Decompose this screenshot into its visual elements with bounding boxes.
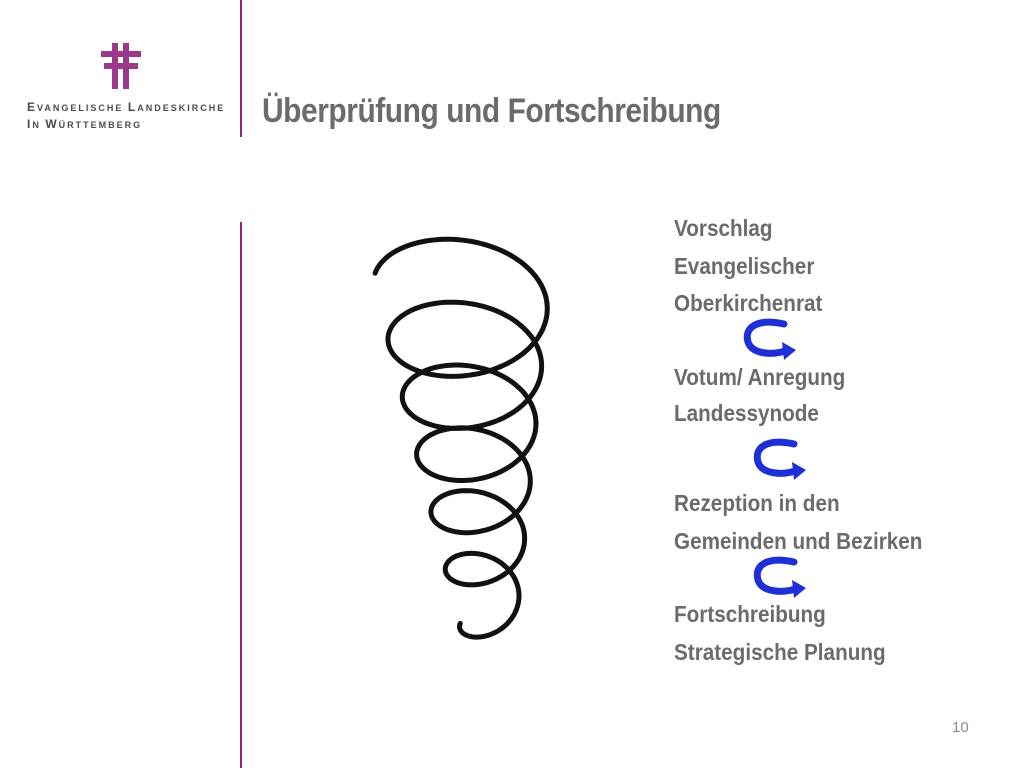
step-3-line-2: Gemeinden und Bezirken [674, 528, 923, 554]
org-name-line1: EVANGELISCHE LANDESKIRCHE [27, 100, 226, 114]
spiral-illustration [372, 236, 550, 640]
page-number: 10 [952, 719, 969, 736]
step-3-line-1: Rezeption in den [674, 490, 840, 516]
divider-line-top [240, 0, 242, 137]
church-cross-logo-icon [101, 43, 141, 89]
org-name-line2: IN WÜRTTEMBERG [27, 117, 143, 131]
step-4-line-2: Strategische Planung [674, 639, 886, 665]
divider-line-bottom [240, 222, 242, 768]
step-2-line-2: Landessynode [674, 400, 819, 426]
step-1-line-2: Evangelischer [674, 253, 815, 279]
step-4-line-1: Fortschreibung [674, 601, 826, 627]
page-title: Überprüfung und Fortschreibung [262, 92, 721, 130]
curved-arrow-icon [753, 438, 806, 480]
step-1-line-1: Vorschlag [674, 215, 773, 241]
process-steps: Vorschlag Evangelischer Oberkirchenrat V… [674, 0, 1014, 768]
step-1-line-3: Oberkirchenrat [674, 290, 823, 316]
curved-arrow-icon [753, 556, 806, 598]
step-2-line-1: Votum/ Anregung [674, 364, 846, 390]
curved-arrow-icon [743, 318, 796, 360]
